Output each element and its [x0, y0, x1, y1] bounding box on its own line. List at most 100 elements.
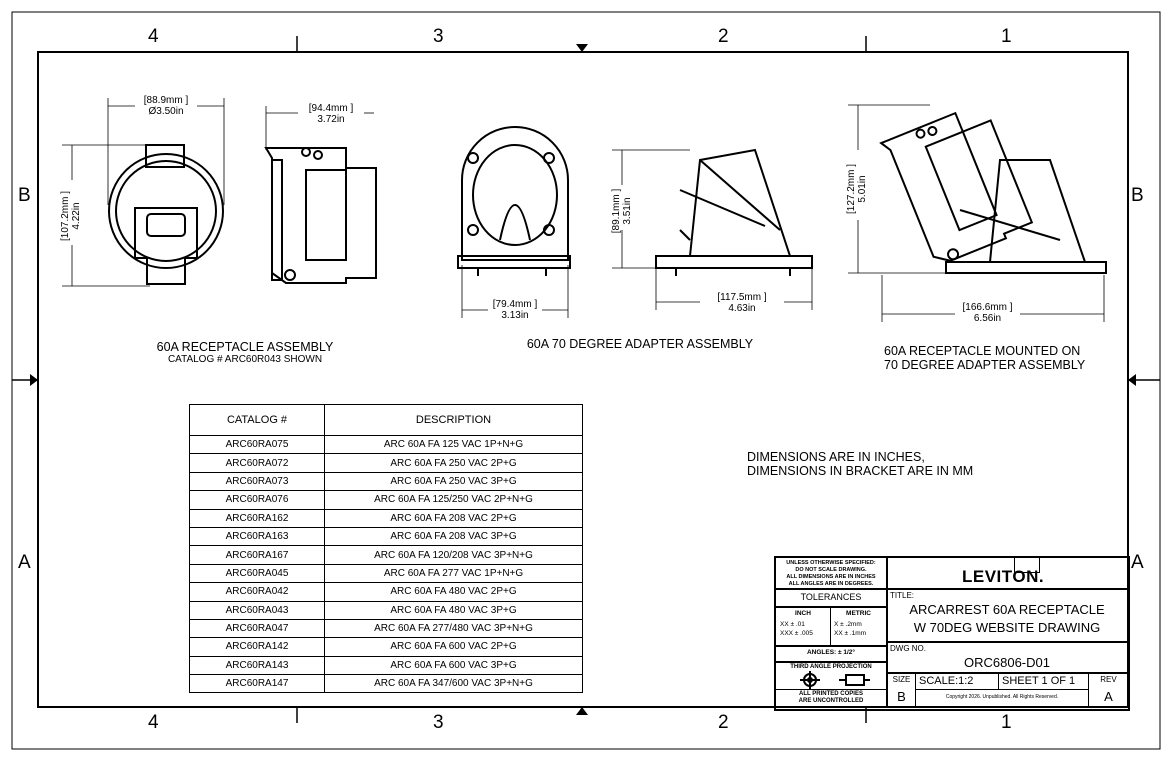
- receptacle-side-view: [264, 147, 377, 284]
- view-label-adapter: 60A 70 DEGREE ADAPTER ASSEMBLY: [526, 337, 754, 351]
- sheet-value: SHEET 1 OF 1: [1002, 675, 1076, 687]
- description-cell: ARC 60A FA 600 VAC 3P+G: [324, 655, 583, 676]
- adapter-side-view: [655, 148, 813, 276]
- projection-label: THIRD ANGLE PROJECTION: [790, 664, 872, 670]
- zone-top-3: 3: [433, 26, 444, 47]
- dim-adapter-length: [117.5mm ]4.63in: [717, 292, 767, 314]
- dim-diameter: [88.9mm ]Ø3.50in: [143, 95, 189, 117]
- zone-row-a-left: A: [18, 552, 31, 573]
- leviton-logo: LEVITON.: [962, 567, 1045, 586]
- description-cell: ARC 60A FA 125 VAC 1P+N+G: [324, 434, 583, 455]
- description-cell: ARC 60A FA 250 VAC 3P+G: [324, 471, 583, 492]
- zone-bottom-2: 2: [718, 712, 729, 733]
- scale-value: SCALE:1:2: [919, 675, 974, 687]
- catalog-cell: ARC60RA163: [189, 526, 325, 547]
- dwg-no-label: DWG NO.: [890, 644, 926, 653]
- catalog-cell: ARC60RA162: [189, 508, 325, 528]
- dim-adapter-height: [89.1mm ]3.51in: [611, 188, 633, 234]
- dim-depth: [94.4mm ]3.72in: [308, 103, 354, 125]
- dimension-note: DIMENSIONS ARE IN INCHES,DIMENSIONS IN B…: [747, 450, 974, 478]
- description-cell: ARC 60A FA 480 VAC 2P+G: [324, 582, 583, 602]
- mounted-assembly-view: [879, 111, 1107, 274]
- catalog-cell: ARC60RA075: [189, 434, 325, 455]
- copyright-note: Copyright 2026. Unpublished. All Rights …: [945, 694, 1059, 700]
- catalog-cell: ARC60RA073: [189, 471, 325, 492]
- catalog-cell: ARC60RA043: [189, 600, 325, 620]
- zone-top-4: 4: [148, 26, 159, 47]
- zone-top-2: 2: [718, 26, 729, 47]
- title-label: TITLE:: [890, 591, 915, 600]
- receptacle-front-view: [108, 144, 224, 285]
- inch-label: INCH: [795, 610, 811, 617]
- title-block: UNLESS OTHERWISE SPECIFIED:DO NOT SCALE …: [774, 556, 1130, 711]
- dim-assembly-height: [127.2mm ]5.01in: [846, 163, 868, 215]
- description-cell: ARC 60A FA 208 VAC 2P+G: [324, 508, 583, 528]
- description-cell: ARC 60A FA 277 VAC 1P+N+G: [324, 563, 583, 584]
- description-cell: ARC 60A FA 600 VAC 2P+G: [324, 637, 583, 657]
- zone-top-1: 1: [1001, 26, 1012, 47]
- description-cell: ARC 60A FA 120/208 VAC 3P+N+G: [324, 545, 583, 565]
- size-value: B: [897, 689, 906, 704]
- dim-assembly-length: [166.6mm ]6.56in: [962, 302, 1013, 324]
- zone-bottom-1: 1: [1001, 712, 1012, 733]
- zone-row-b-right: B: [1131, 185, 1144, 206]
- header-catalog: CATALOG #: [189, 404, 325, 436]
- zone-bottom-4: 4: [148, 712, 159, 733]
- dim-height: [107.2mm ]4.22in: [60, 190, 82, 242]
- description-cell: ARC 60A FA 347/600 VAC 3P+N+G: [324, 674, 583, 694]
- catalog-cell: ARC60RA042: [189, 582, 325, 602]
- dim-lines: [62, 98, 1105, 322]
- zone-bottom-3: 3: [433, 712, 444, 733]
- catalog-cell: ARC60RA076: [189, 490, 325, 510]
- third-angle-projection-icon: [800, 671, 870, 689]
- description-cell: ARC 60A FA 277/480 VAC 3P+N+G: [324, 618, 583, 639]
- unless-note: UNLESS OTHERWISE SPECIFIED:DO NOT SCALE …: [786, 560, 876, 587]
- catalog-cell: ARC60RA143: [189, 655, 325, 676]
- metric-label: METRIC: [846, 610, 871, 617]
- logo-mark: [1014, 558, 1040, 573]
- description-cell: ARC 60A FA 250 VAC 2P+G: [324, 453, 583, 473]
- adapter-front-view: [457, 126, 571, 276]
- catalog-cell: ARC60RA167: [189, 545, 325, 565]
- description-cell: ARC 60A FA 480 VAC 3P+G: [324, 600, 583, 620]
- dim-adapter-width: [79.4mm ]3.13in: [492, 299, 538, 321]
- catalog-cell: ARC60RA142: [189, 637, 325, 657]
- catalog-cell: ARC60RA047: [189, 618, 325, 639]
- size-label: SIZE: [892, 675, 911, 684]
- header-description: DESCRIPTION: [324, 404, 583, 436]
- rev-label: REV: [1100, 675, 1117, 684]
- center-marks: [30, 44, 1136, 715]
- catalog-cell: ARC60RA072: [189, 453, 325, 473]
- zone-row-a-right: A: [1131, 552, 1144, 573]
- angles-tolerance: ANGLES: ± 1/2°: [806, 649, 856, 656]
- drawing-number: ORC6806-D01: [964, 655, 1050, 670]
- zone-row-b-left: B: [18, 185, 31, 206]
- table-header: CATALOG #DESCRIPTION: [189, 404, 583, 436]
- tolerances-label: TOLERANCES: [800, 592, 862, 602]
- catalog-cell: ARC60RA147: [189, 674, 325, 694]
- catalog-cell: ARC60RA045: [189, 563, 325, 584]
- description-cell: ARC 60A FA 125/250 VAC 2P+N+G: [324, 490, 583, 510]
